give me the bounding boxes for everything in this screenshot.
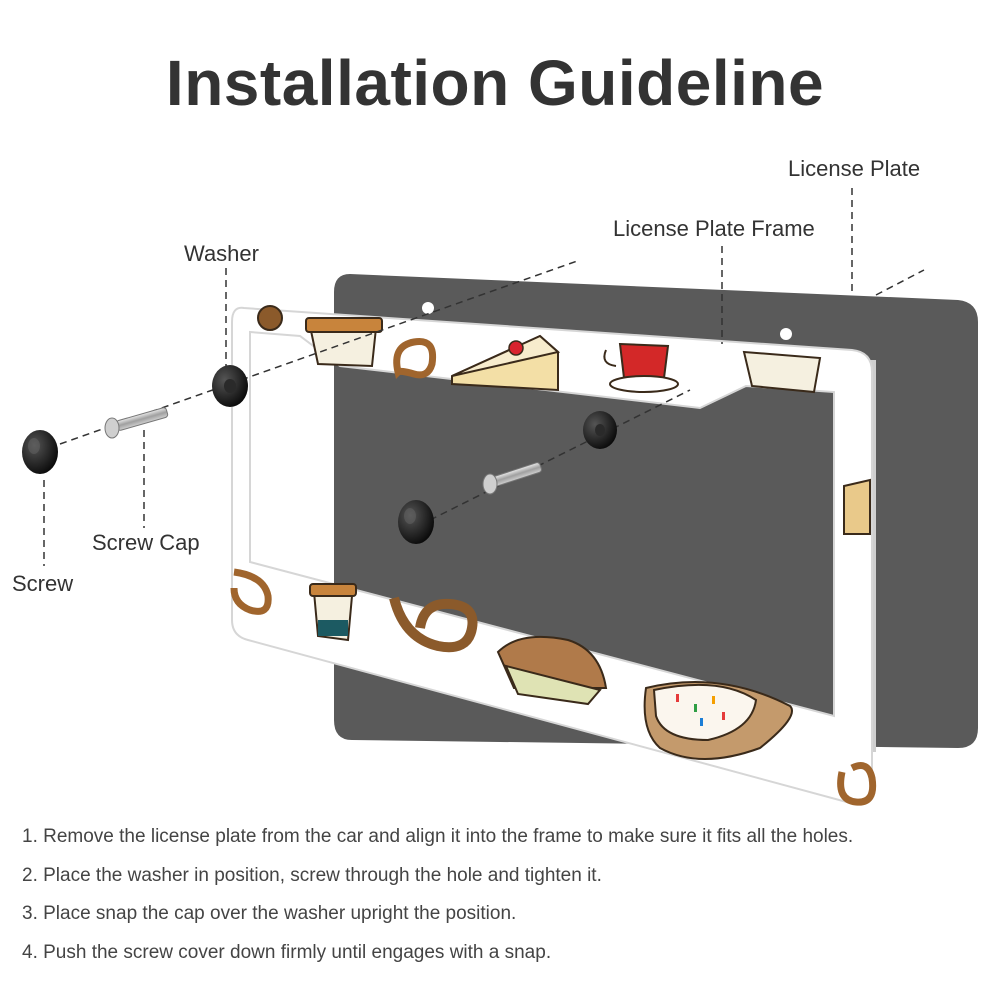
plate-hole-right <box>780 328 792 340</box>
label-screw: Screw <box>12 571 74 596</box>
screw-right <box>482 462 542 495</box>
step-item: 3. Place snap the cap over the washer up… <box>22 903 517 924</box>
plate-hole-left <box>422 302 434 314</box>
label-washer: Washer <box>184 241 259 266</box>
step-item: 1. Remove the license plate from the car… <box>22 826 854 847</box>
washer-left <box>212 365 248 407</box>
label-license-plate: License Plate <box>788 156 921 181</box>
screw-cap-right <box>398 500 434 544</box>
label-screw-cap: Screw Cap <box>92 530 200 555</box>
washer-right <box>583 411 617 449</box>
step-item: 4. Push the screw cover down firmly unti… <box>22 941 552 963</box>
instruction-steps: 1. Remove the license plate from the car… <box>22 818 853 972</box>
step-item: 2. Place the washer in position, screw t… <box>22 864 602 886</box>
page-title: Installation Guideline <box>165 47 825 119</box>
screw-cap-left <box>22 430 58 474</box>
screw-left <box>104 407 169 439</box>
dashed-guides <box>43 188 925 566</box>
frame-decorations <box>230 305 877 806</box>
label-license-plate-frame: License Plate Frame <box>613 216 815 241</box>
